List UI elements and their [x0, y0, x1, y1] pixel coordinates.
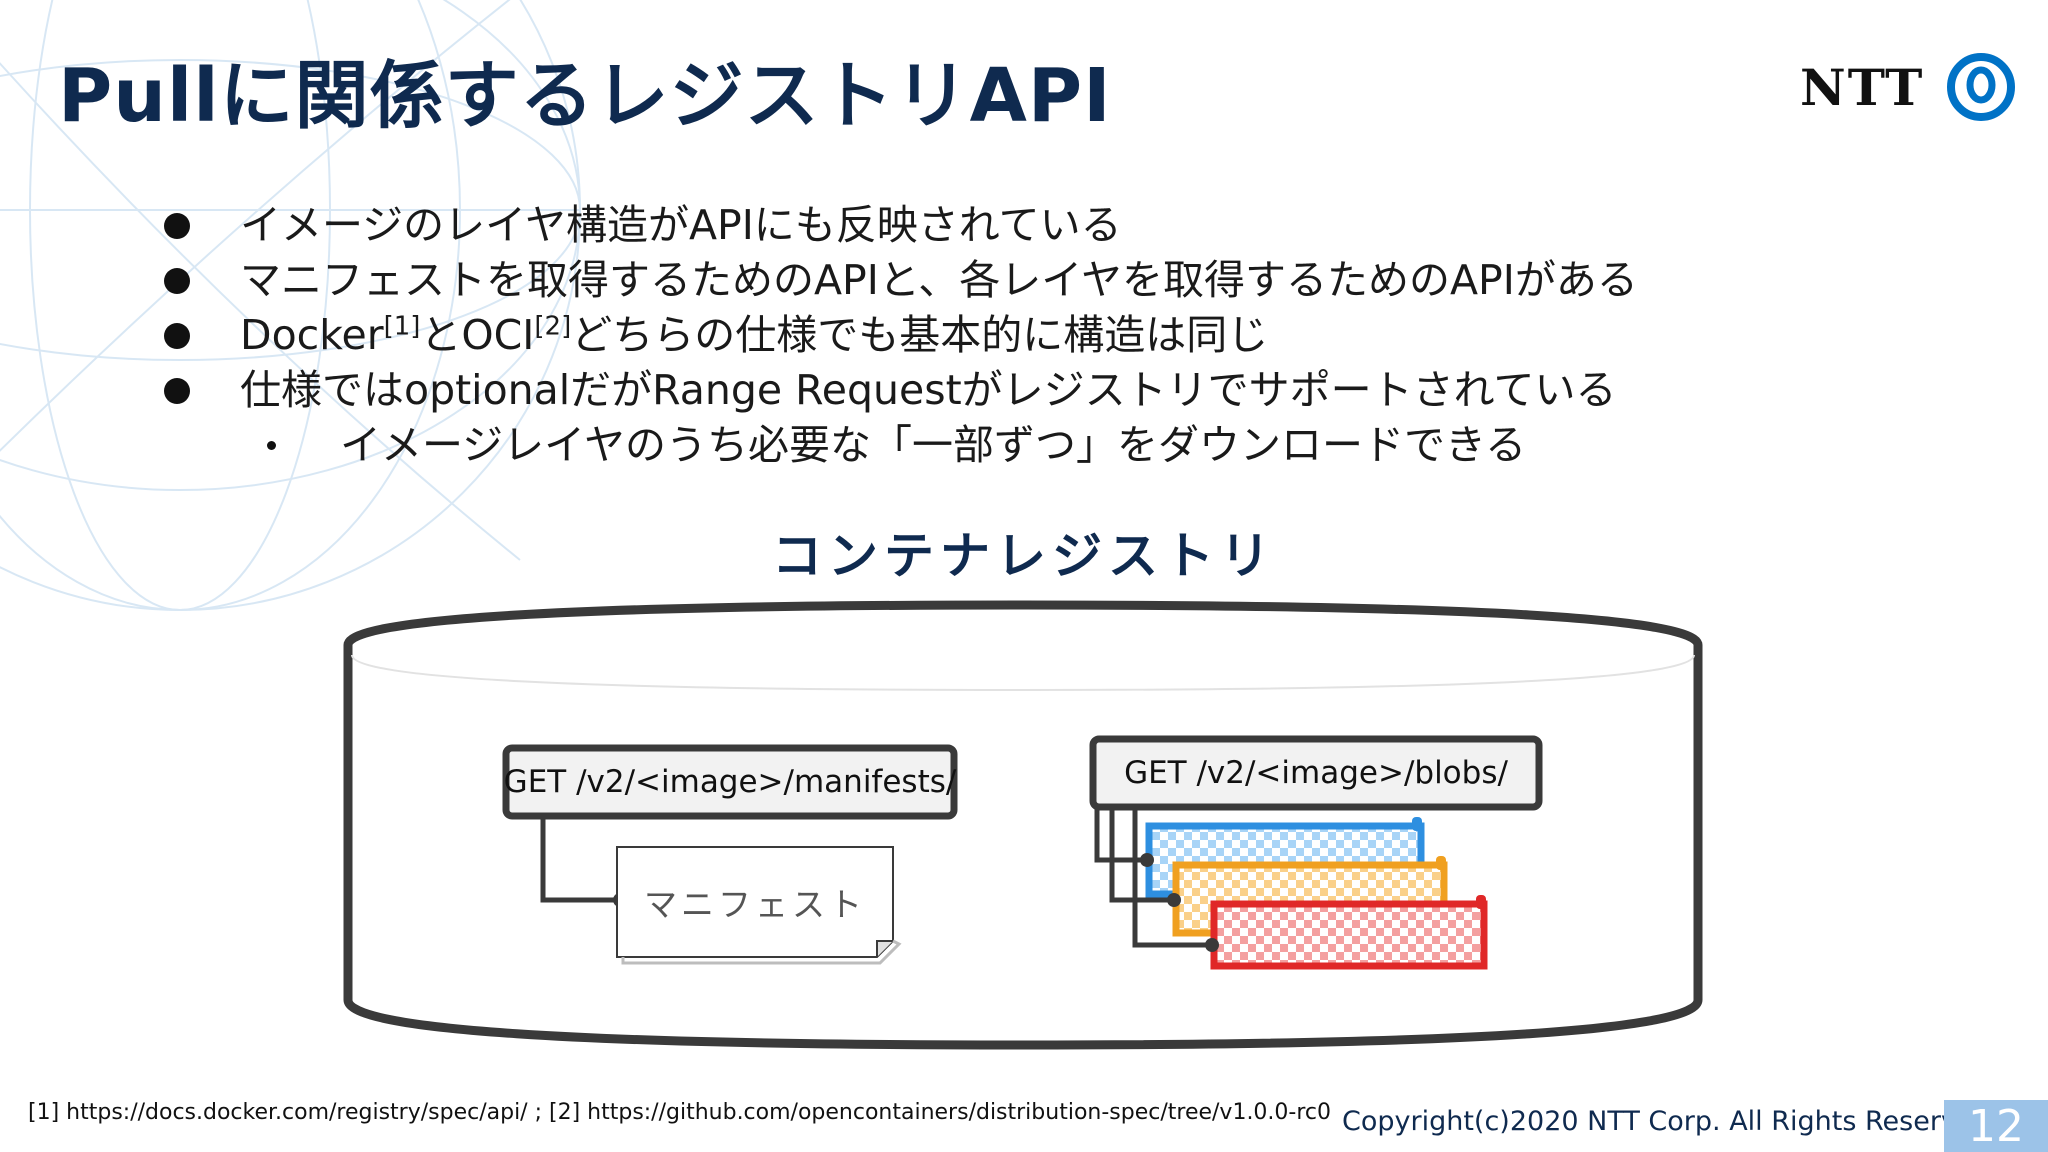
manifest-api-label: GET /v2/<image>/manifests/	[503, 764, 957, 800]
bullet-dot-icon	[164, 213, 190, 239]
bullet-text: イメージレイヤのうち必要な「一部ずつ」をダウンロードできる	[340, 421, 1527, 469]
manifest-doc-label: マニフェスト	[644, 885, 866, 924]
bullet-text: 仕様ではoptionalだがRange Requestがレジストリでサポートされ…	[240, 366, 1617, 414]
bullet-text-part: とOCI	[420, 311, 535, 359]
bullet-item: 仕様ではoptionalだがRange Requestがレジストリでサポートされ…	[160, 363, 1638, 418]
sub-bullet-dot-icon	[267, 441, 276, 450]
bullet-text-part: どちらの仕様でも基本的に構造は同じ	[571, 311, 1269, 359]
connector-dot	[1205, 938, 1219, 952]
bullet-text: イメージのレイヤ構造がAPIにも反映されている	[240, 201, 1122, 249]
bullet-text-part: Docker	[240, 311, 384, 359]
bullet-item: Docker[1]とOCI[2]どちらの仕様でも基本的に構造は同じ	[160, 308, 1638, 363]
bullet-dot-icon	[164, 268, 190, 294]
footnote: [1] https://docs.docker.com/registry/spe…	[28, 1100, 1332, 1125]
bullet-dot-icon	[164, 323, 190, 349]
bullet-dot-icon	[164, 378, 190, 404]
connector-dot	[1167, 893, 1181, 907]
registry-title: コンテナレジストリ	[772, 527, 1276, 585]
footnote-ref: [1]	[383, 311, 421, 342]
ntt-logo-icon	[1947, 53, 2016, 121]
layer-red	[1210, 895, 1488, 970]
connector-line	[540, 816, 620, 903]
bullet-text: マニフェストを取得するためのAPIと、各レイヤを取得するためのAPIがある	[240, 256, 1638, 304]
bullet-item: マニフェストを取得するためのAPIと、各レイヤを取得するためのAPIがある	[160, 253, 1638, 308]
blob-connectors	[1094, 807, 1212, 948]
manifest-api-box	[502, 744, 958, 820]
footnote-ref: [2]	[534, 311, 572, 342]
sub-bullet-item: イメージレイヤのうち必要な「一部ずつ」をダウンロードできる	[160, 418, 1638, 473]
registry-cylinder	[343, 600, 1703, 1050]
page-fold-icon	[876, 940, 893, 957]
bullet-list: イメージのレイヤ構造がAPIにも反映されている マニフェストを取得するためのAP…	[160, 198, 1638, 473]
page-number-badge: 12	[1944, 1100, 2048, 1152]
ntt-logo: NTT	[1800, 52, 2016, 122]
blobs-api-label: GET /v2/<image>/blobs/	[1124, 755, 1508, 791]
document-shadow	[621, 939, 902, 965]
connector-dot	[1140, 853, 1154, 867]
blobs-api-box	[1089, 735, 1543, 811]
globe-background	[0, 0, 581, 611]
page-title: Pullに関係するレジストリAPI	[58, 53, 1112, 139]
copyright: Copyright(c)2020 NTT Corp. All Rights Re…	[1342, 1106, 2000, 1137]
logo-text: NTT	[1800, 57, 1925, 117]
bullet-item: イメージのレイヤ構造がAPIにも反映されている	[160, 198, 1638, 253]
